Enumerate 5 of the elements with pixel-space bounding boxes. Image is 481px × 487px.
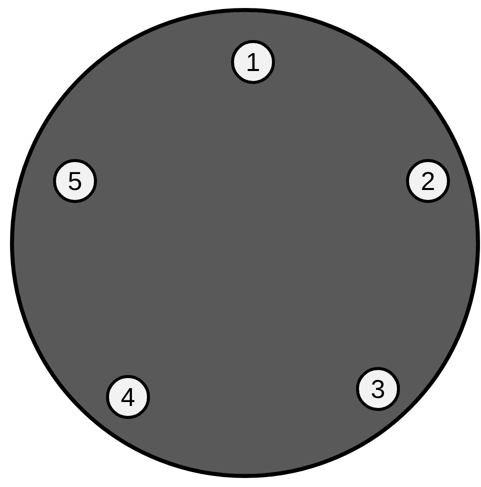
callout-number: 3 xyxy=(356,367,400,411)
callout-number: 1 xyxy=(231,40,275,84)
callout-number: 5 xyxy=(53,159,97,203)
callout-number: 4 xyxy=(106,375,150,419)
callout-number: 2 xyxy=(406,159,450,203)
